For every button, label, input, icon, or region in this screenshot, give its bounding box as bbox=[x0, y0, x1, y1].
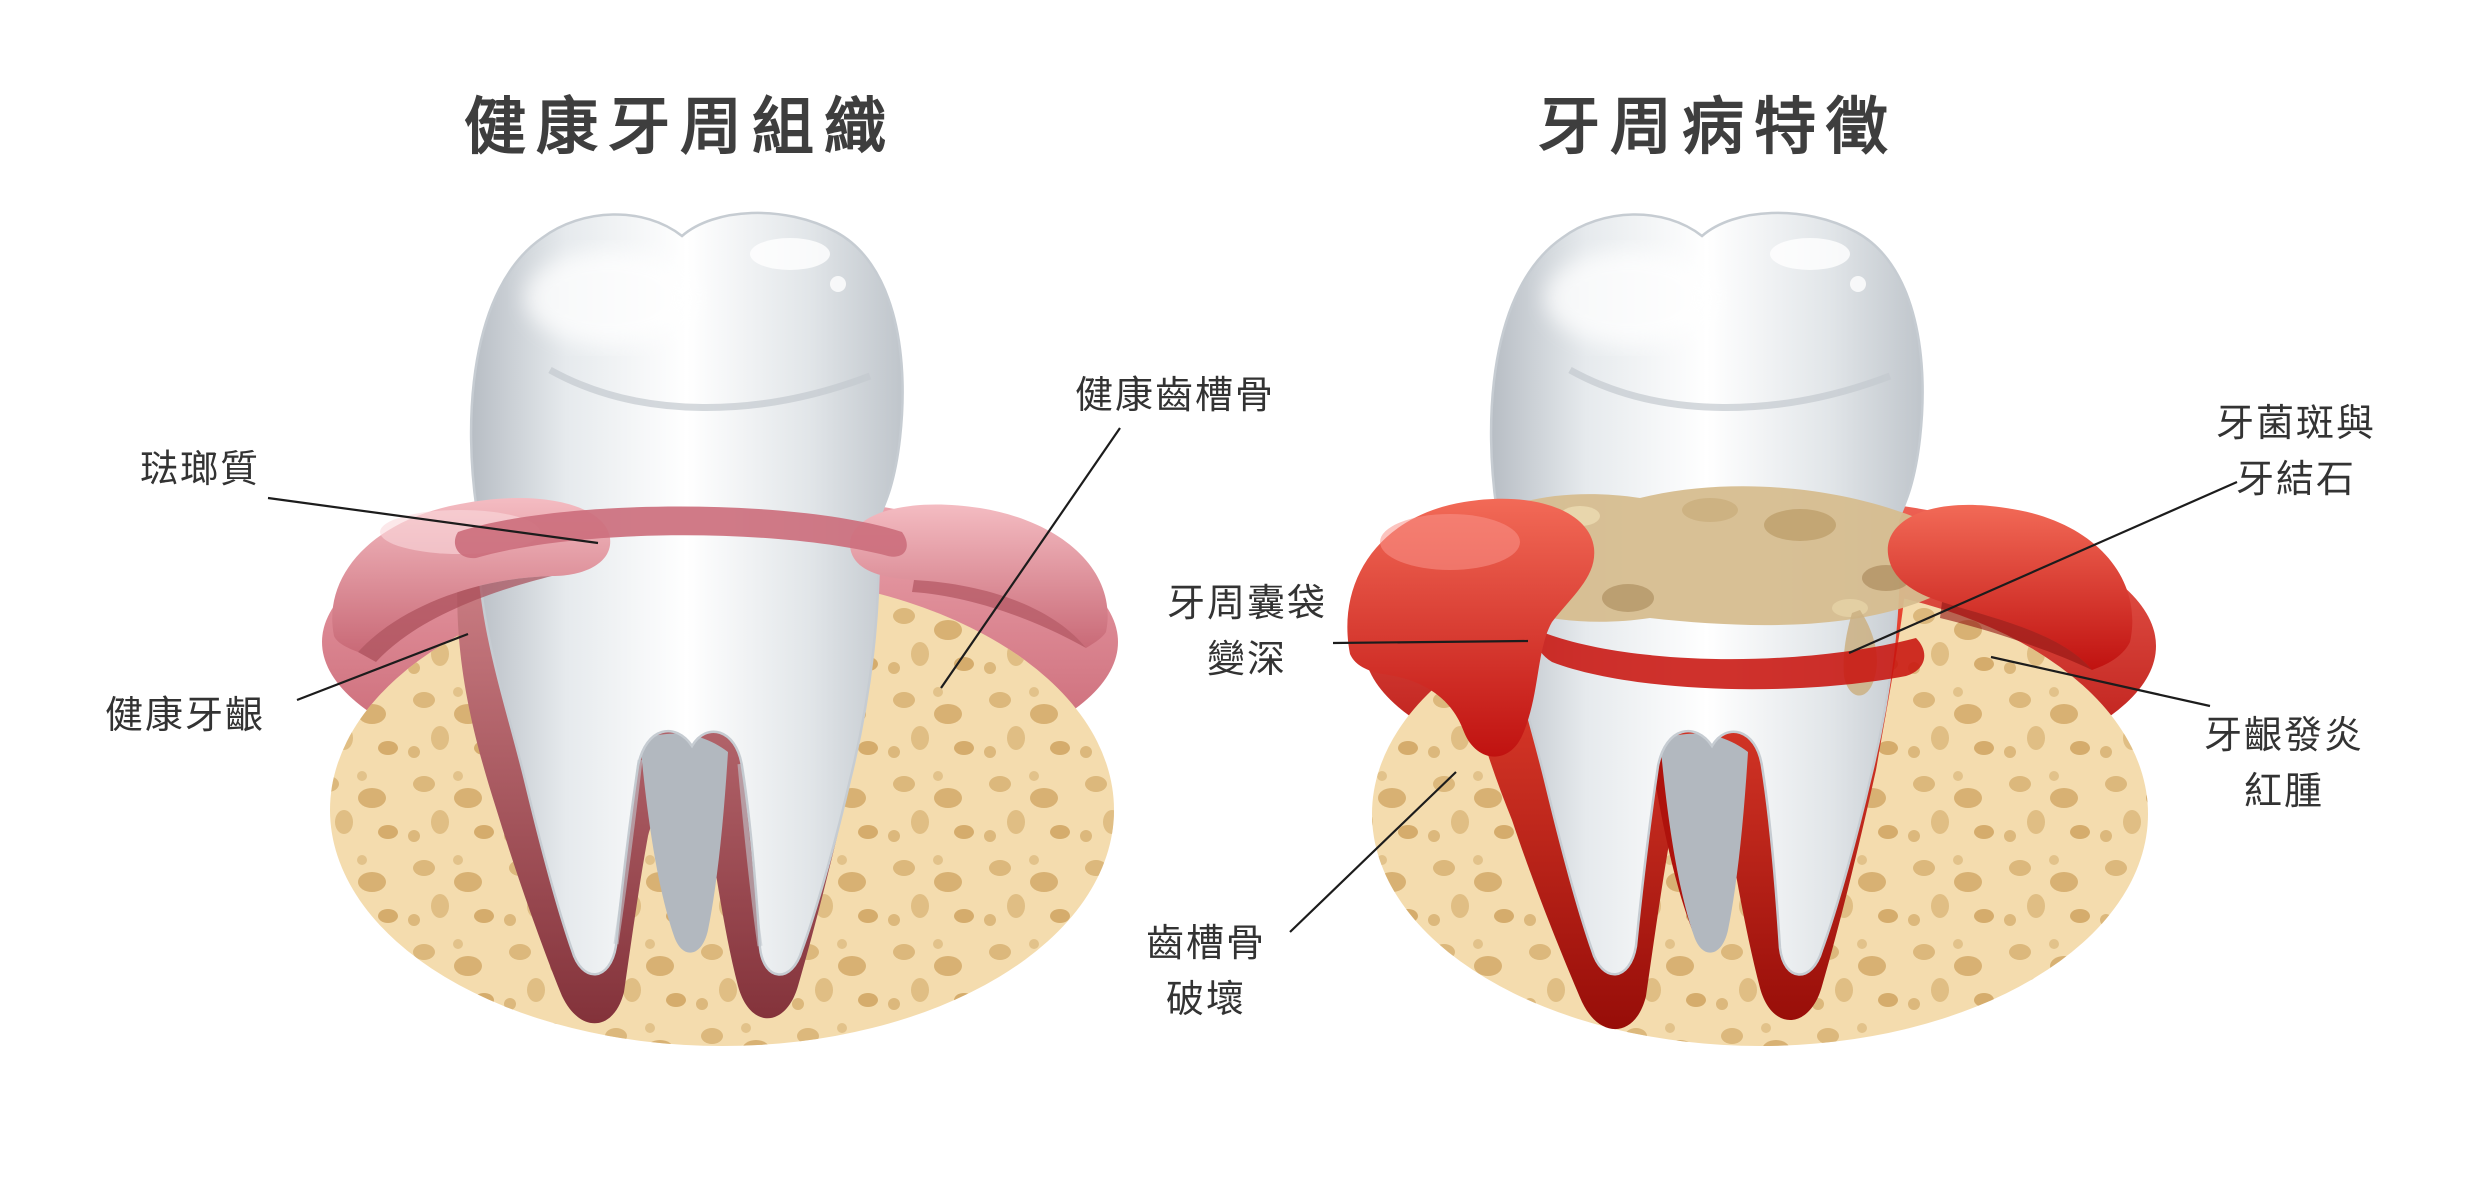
gum-right-shadow bbox=[912, 580, 1086, 648]
label-healthy-gum: 健康牙齦 bbox=[60, 688, 310, 744]
gum-left-shadow bbox=[358, 576, 552, 662]
label-text: 牙菌斑與 bbox=[2215, 403, 2376, 445]
root-shading-left bbox=[613, 759, 643, 945]
back-root bbox=[1660, 733, 1748, 953]
label-text: 變深 bbox=[1206, 639, 1287, 681]
gingival-collar bbox=[454, 506, 907, 559]
crown-gloss bbox=[1770, 238, 1850, 270]
label-text: 牙結石 bbox=[2235, 459, 2356, 501]
inflamed-gum-right-shadow bbox=[1940, 602, 2092, 670]
leader-line-inflamed-gum bbox=[1990, 655, 2211, 708]
crown-gloss-dot bbox=[830, 276, 846, 292]
leader-line-healthy-gum bbox=[296, 632, 469, 702]
crown-groove bbox=[548, 366, 872, 411]
leader-line-enamel bbox=[267, 496, 599, 545]
label-bone-destruction: 齒槽骨 破壞 bbox=[1081, 916, 1331, 1028]
label-text: 琺瑯質 bbox=[139, 449, 260, 491]
leader-line-bone-destruction bbox=[1289, 771, 1457, 933]
label-text: 紅腫 bbox=[2243, 771, 2324, 813]
panel-title-healthy: 健康牙周組織 bbox=[463, 93, 896, 162]
healthy-tooth-illustration bbox=[322, 211, 1118, 1046]
tooth-body bbox=[469, 211, 904, 976]
inflamed-gum-left-highlight bbox=[1380, 514, 1520, 570]
back-root bbox=[640, 733, 728, 953]
label-enamel: 琺瑯質 bbox=[95, 442, 305, 498]
crown-gloss-dot bbox=[1850, 276, 1866, 292]
root-shading-right bbox=[737, 763, 763, 947]
label-text: 齒槽骨 bbox=[1145, 923, 1266, 965]
label-text: 牙齦發炎 bbox=[2203, 715, 2364, 757]
inflamed-gingival-margin bbox=[1537, 632, 1925, 690]
label-text: 健康牙齦 bbox=[104, 695, 265, 737]
label-periodontal-pocket: 牙周囊袋 變深 bbox=[1122, 576, 1372, 688]
label-text: 破壞 bbox=[1165, 979, 1246, 1021]
diseased-tooth-illustration bbox=[1347, 211, 2156, 1046]
crown-gloss bbox=[750, 238, 830, 270]
panel-title-diseased: 牙周病特徵 bbox=[1537, 93, 1898, 162]
leader-line-plaque bbox=[1848, 480, 2238, 655]
crown-highlight bbox=[525, 250, 695, 346]
label-text: 健康齒槽骨 bbox=[1074, 375, 1275, 417]
leader-line-healthy-bone bbox=[940, 427, 1121, 689]
label-gum-inflammation: 牙齦發炎 紅腫 bbox=[2159, 708, 2409, 820]
label-text: 牙周囊袋 bbox=[1166, 583, 1327, 625]
crown-groove bbox=[1568, 366, 1892, 411]
label-plaque-tartar: 牙菌斑與 牙結石 bbox=[2171, 396, 2421, 508]
label-healthy-alveolar-bone: 健康齒槽骨 bbox=[1040, 368, 1310, 424]
leader-line-pocket bbox=[1332, 639, 1529, 645]
inflamed-gum-right bbox=[1887, 504, 2133, 670]
crown-highlight bbox=[1545, 250, 1715, 346]
